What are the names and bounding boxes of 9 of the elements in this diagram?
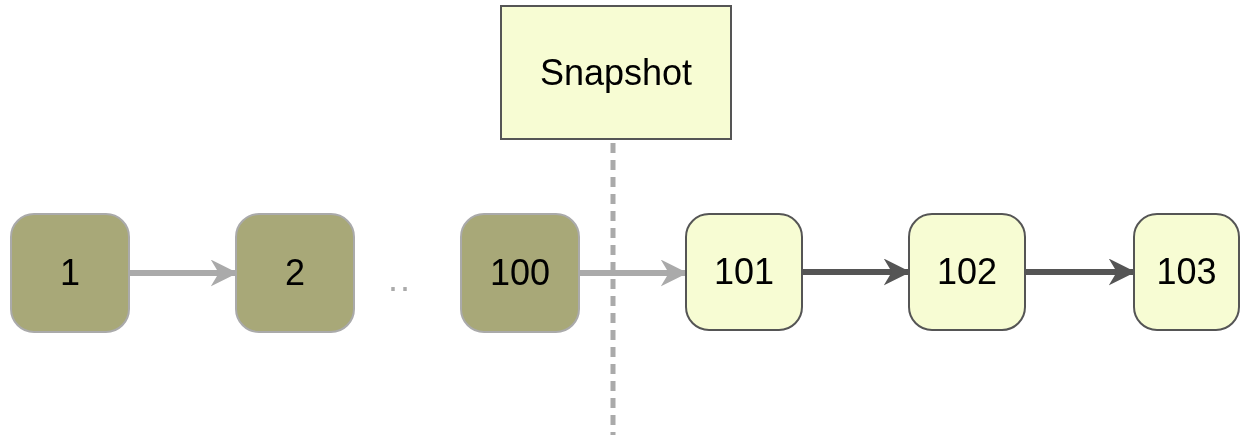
entry-box: 100 <box>460 213 580 333</box>
entry-box: 2 <box>235 213 355 333</box>
ellipsis: .. <box>388 258 412 300</box>
dashed-line <box>610 143 616 435</box>
entry-box: 1 <box>10 213 130 333</box>
entry-box: 101 <box>685 213 803 331</box>
snapshot-box: Snapshot <box>500 5 732 140</box>
entry-box: 103 <box>1133 213 1240 331</box>
entry-box: 102 <box>908 213 1026 331</box>
